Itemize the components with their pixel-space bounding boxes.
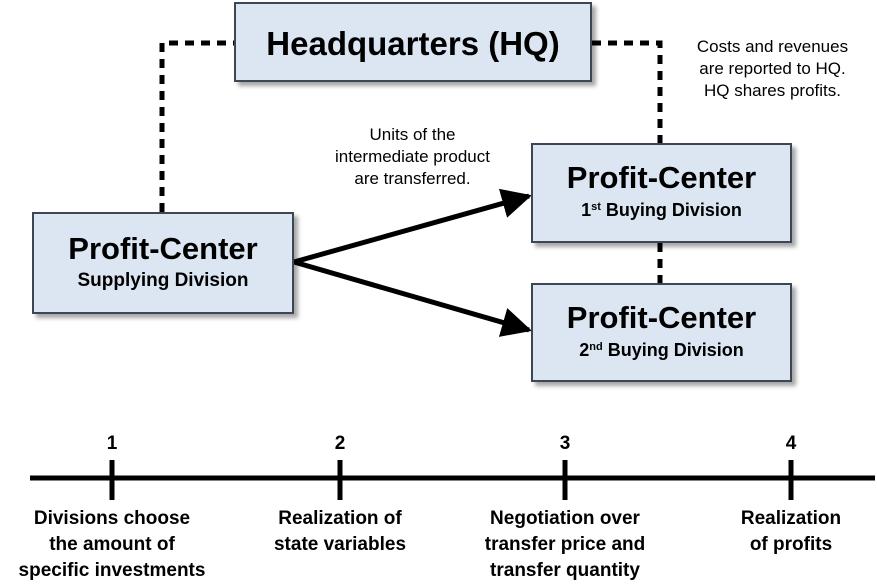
supplier-subtitle: Supplying Division: [77, 270, 249, 291]
reporting-note: Costs and revenues are reported to HQ. H…: [670, 36, 875, 102]
buyer1-subtitle-line: 1st Buying Division: [533, 197, 790, 223]
buyer1-box: Profit-Center 1st Buying Division: [531, 143, 792, 243]
buyer1-subtitle: Buying Division: [605, 200, 742, 220]
buyer2-subtitle-line: 2nd Buying Division: [533, 337, 790, 363]
timeline-label-line: Negotiation over: [490, 508, 640, 529]
timeline-label-2: Realization of state variables: [240, 506, 440, 558]
buyer2-subtitle: Buying Division: [607, 340, 744, 360]
transfer-note-line: intermediate product: [335, 147, 490, 166]
timeline-label-line: Realization of: [278, 508, 402, 529]
buyer2-ordinal-suffix: nd: [589, 341, 603, 353]
transfer-note-line: Units of the: [369, 125, 456, 144]
buyer1-ordinal-number: 1: [581, 200, 592, 220]
supplier-title: Profit-Center: [68, 231, 258, 266]
timeline-label-3: Negotiation over transfer price and tran…: [455, 506, 675, 584]
buyer2-title: Profit-Center: [566, 300, 757, 335]
transfer-arrow-buyer2: [293, 259, 532, 337]
timeline-number-2: 2: [334, 433, 346, 454]
timeline-number-3: 3: [559, 433, 571, 454]
hq-buyer-dashed-link: [592, 40, 663, 143]
reporting-note-line: are reported to HQ.: [699, 59, 846, 78]
buyer2-ordinal-number: 2: [579, 340, 590, 360]
timeline-label-line: Divisions choose: [33, 508, 191, 529]
transfer-note: Units of the intermediate product are tr…: [300, 124, 525, 190]
timeline-label-line: Realization: [740, 508, 842, 529]
timeline-label-4: Realization of profits: [701, 506, 877, 558]
reporting-note-line: Costs and revenues: [696, 37, 849, 56]
supplying-division-box: Profit-Center Supplying Division: [32, 212, 294, 314]
timeline-label-line: state variables: [273, 534, 407, 555]
reporting-note-line: HQ shares profits.: [704, 81, 841, 100]
timeline-number-4: 4: [785, 433, 797, 454]
transfer-arrow-buyer1: [293, 188, 532, 265]
hq-supplier-dashed-link: [159, 40, 234, 212]
buyer1-title: Profit-Center: [566, 160, 757, 195]
timeline-label-line: transfer price and: [484, 534, 646, 555]
timeline-label-line: the amount of: [49, 534, 175, 555]
timeline-label-line: transfer quantity: [490, 560, 640, 581]
timeline-label-1: Divisions choose the amount of specific …: [2, 506, 222, 584]
timeline-label-line: of profits: [749, 534, 833, 555]
timeline-label-line: specific investments: [18, 560, 206, 581]
buyer1-ordinal-suffix: st: [591, 201, 601, 213]
buyer2-box: Profit-Center 2nd Buying Division: [531, 283, 792, 382]
headquarters-title: Headquarters (HQ): [266, 25, 560, 62]
transfer-note-line: are transferred.: [354, 169, 471, 188]
headquarters-box: Headquarters (HQ): [234, 2, 592, 82]
timeline-number-1: 1: [106, 433, 118, 454]
